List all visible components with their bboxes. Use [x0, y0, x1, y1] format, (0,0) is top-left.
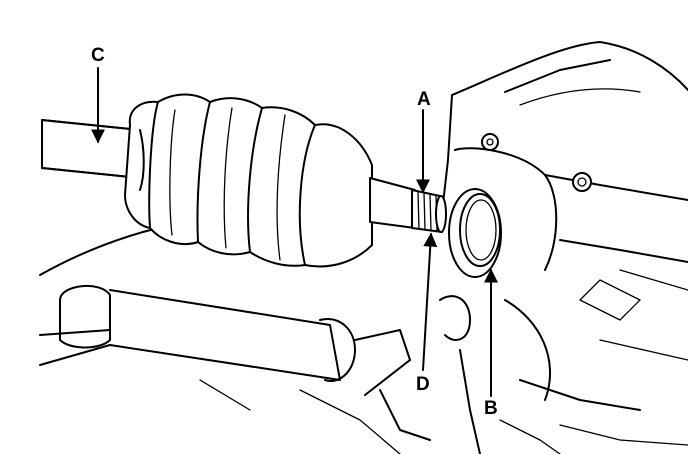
bolt-right-icon	[572, 172, 592, 192]
callout-d-leader	[422, 232, 438, 371]
transmission-housing	[439, 41, 688, 454]
bolt-upper-icon	[481, 133, 499, 151]
callout-c-label: C	[91, 45, 105, 66]
cv-joint-boot	[124, 93, 373, 268]
callout-a-label: A	[417, 89, 431, 110]
callout-b-label: B	[484, 398, 498, 419]
driveshaft	[41, 119, 141, 179]
oil-seal	[448, 188, 502, 278]
stub-shaft	[369, 177, 447, 233]
callout-d-label: D	[416, 374, 430, 395]
